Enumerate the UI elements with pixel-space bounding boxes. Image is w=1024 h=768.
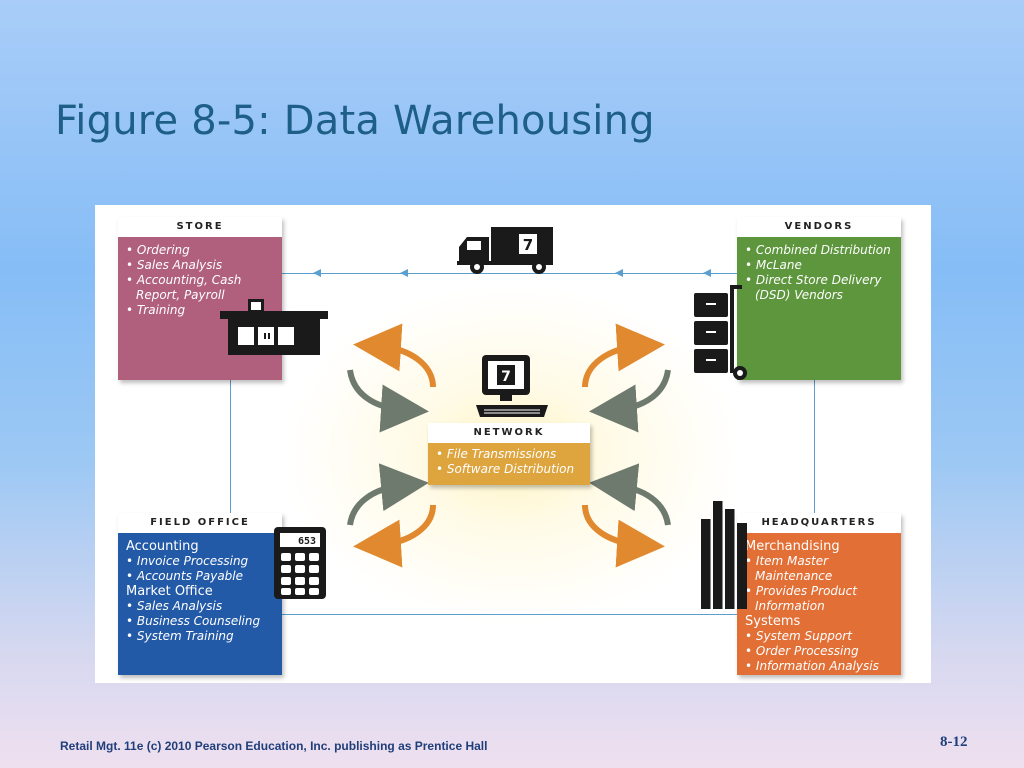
field-office-item: System Training: [126, 629, 274, 644]
connector-bottom: [282, 614, 737, 615]
slide-title: Figure 8-5: Data Warehousing: [55, 98, 655, 144]
calculator-display: 653: [298, 536, 316, 547]
field-office-item: Business Counseling: [126, 614, 274, 629]
connector-left: [230, 380, 231, 513]
hq-item: Item Master Maintenance: [745, 554, 855, 584]
field-office-group-accounting: Accounting: [126, 539, 199, 554]
vendors-item: McLane: [745, 258, 893, 273]
store-item: Accounting, Cash Report, Payroll: [126, 273, 248, 303]
field-office-title: FIELD OFFICE: [118, 513, 282, 533]
connector-right: [814, 380, 815, 513]
network-box: NETWORK File Transmissions Software Dist…: [428, 423, 590, 485]
hq-group-systems: Systems: [745, 614, 801, 629]
hq-item: Information Analysis: [745, 659, 893, 674]
field-office-item: Invoice Processing: [126, 554, 274, 569]
office-buildings-icon: [701, 501, 747, 609]
network-title: NETWORK: [428, 423, 590, 443]
flow-arrows: [347, 323, 671, 568]
network-item: File Transmissions: [436, 447, 582, 462]
store-item: Ordering: [126, 243, 274, 258]
vendors-box: VENDORS Combined Distribution McLane Dir…: [737, 217, 901, 380]
delivery-truck-icon: 7: [457, 227, 553, 274]
headquarters-box: HEADQUARTERS Merchandising Item Master M…: [737, 513, 901, 675]
hq-item: System Support: [745, 629, 893, 644]
slide-footer: Retail Mgt. 11e (c) 2010 Pearson Educati…: [60, 739, 488, 753]
truck-logo-text: 7: [523, 236, 533, 254]
calculator-icon: 653: [274, 527, 326, 599]
hq-group-merchandising: Merchandising: [745, 539, 840, 554]
field-office-box: FIELD OFFICE Accounting Invoice Processi…: [118, 513, 282, 675]
headquarters-title: HEADQUARTERS: [737, 513, 901, 533]
vendors-title: VENDORS: [737, 217, 901, 237]
vendors-item: Combined Distribution: [745, 243, 893, 258]
connector-top: [282, 273, 737, 274]
hq-item: Order Processing: [745, 644, 893, 659]
hand-truck-boxes-icon: [694, 285, 747, 380]
hq-item: Provides Product Information: [745, 584, 867, 614]
vendors-item: Direct Store Delivery (DSD) Vendors: [745, 273, 883, 303]
field-office-item: Sales Analysis: [126, 599, 274, 614]
store-item: Training: [126, 303, 274, 318]
store-building-icon: [220, 299, 328, 355]
terminal-logo-text: 7: [501, 369, 511, 385]
field-office-item: Accounts Payable: [126, 569, 274, 584]
store-title: STORE: [118, 217, 282, 237]
data-warehousing-figure: STORE Ordering Sales Analysis Accounting…: [95, 205, 931, 683]
store-item: Sales Analysis: [126, 258, 274, 273]
connector-arrowheads: [313, 269, 711, 277]
computer-terminal-icon: 7: [476, 355, 548, 417]
page-number: 8-12: [940, 734, 968, 750]
network-item: Software Distribution: [436, 462, 582, 477]
field-office-group-market: Market Office: [126, 584, 213, 599]
